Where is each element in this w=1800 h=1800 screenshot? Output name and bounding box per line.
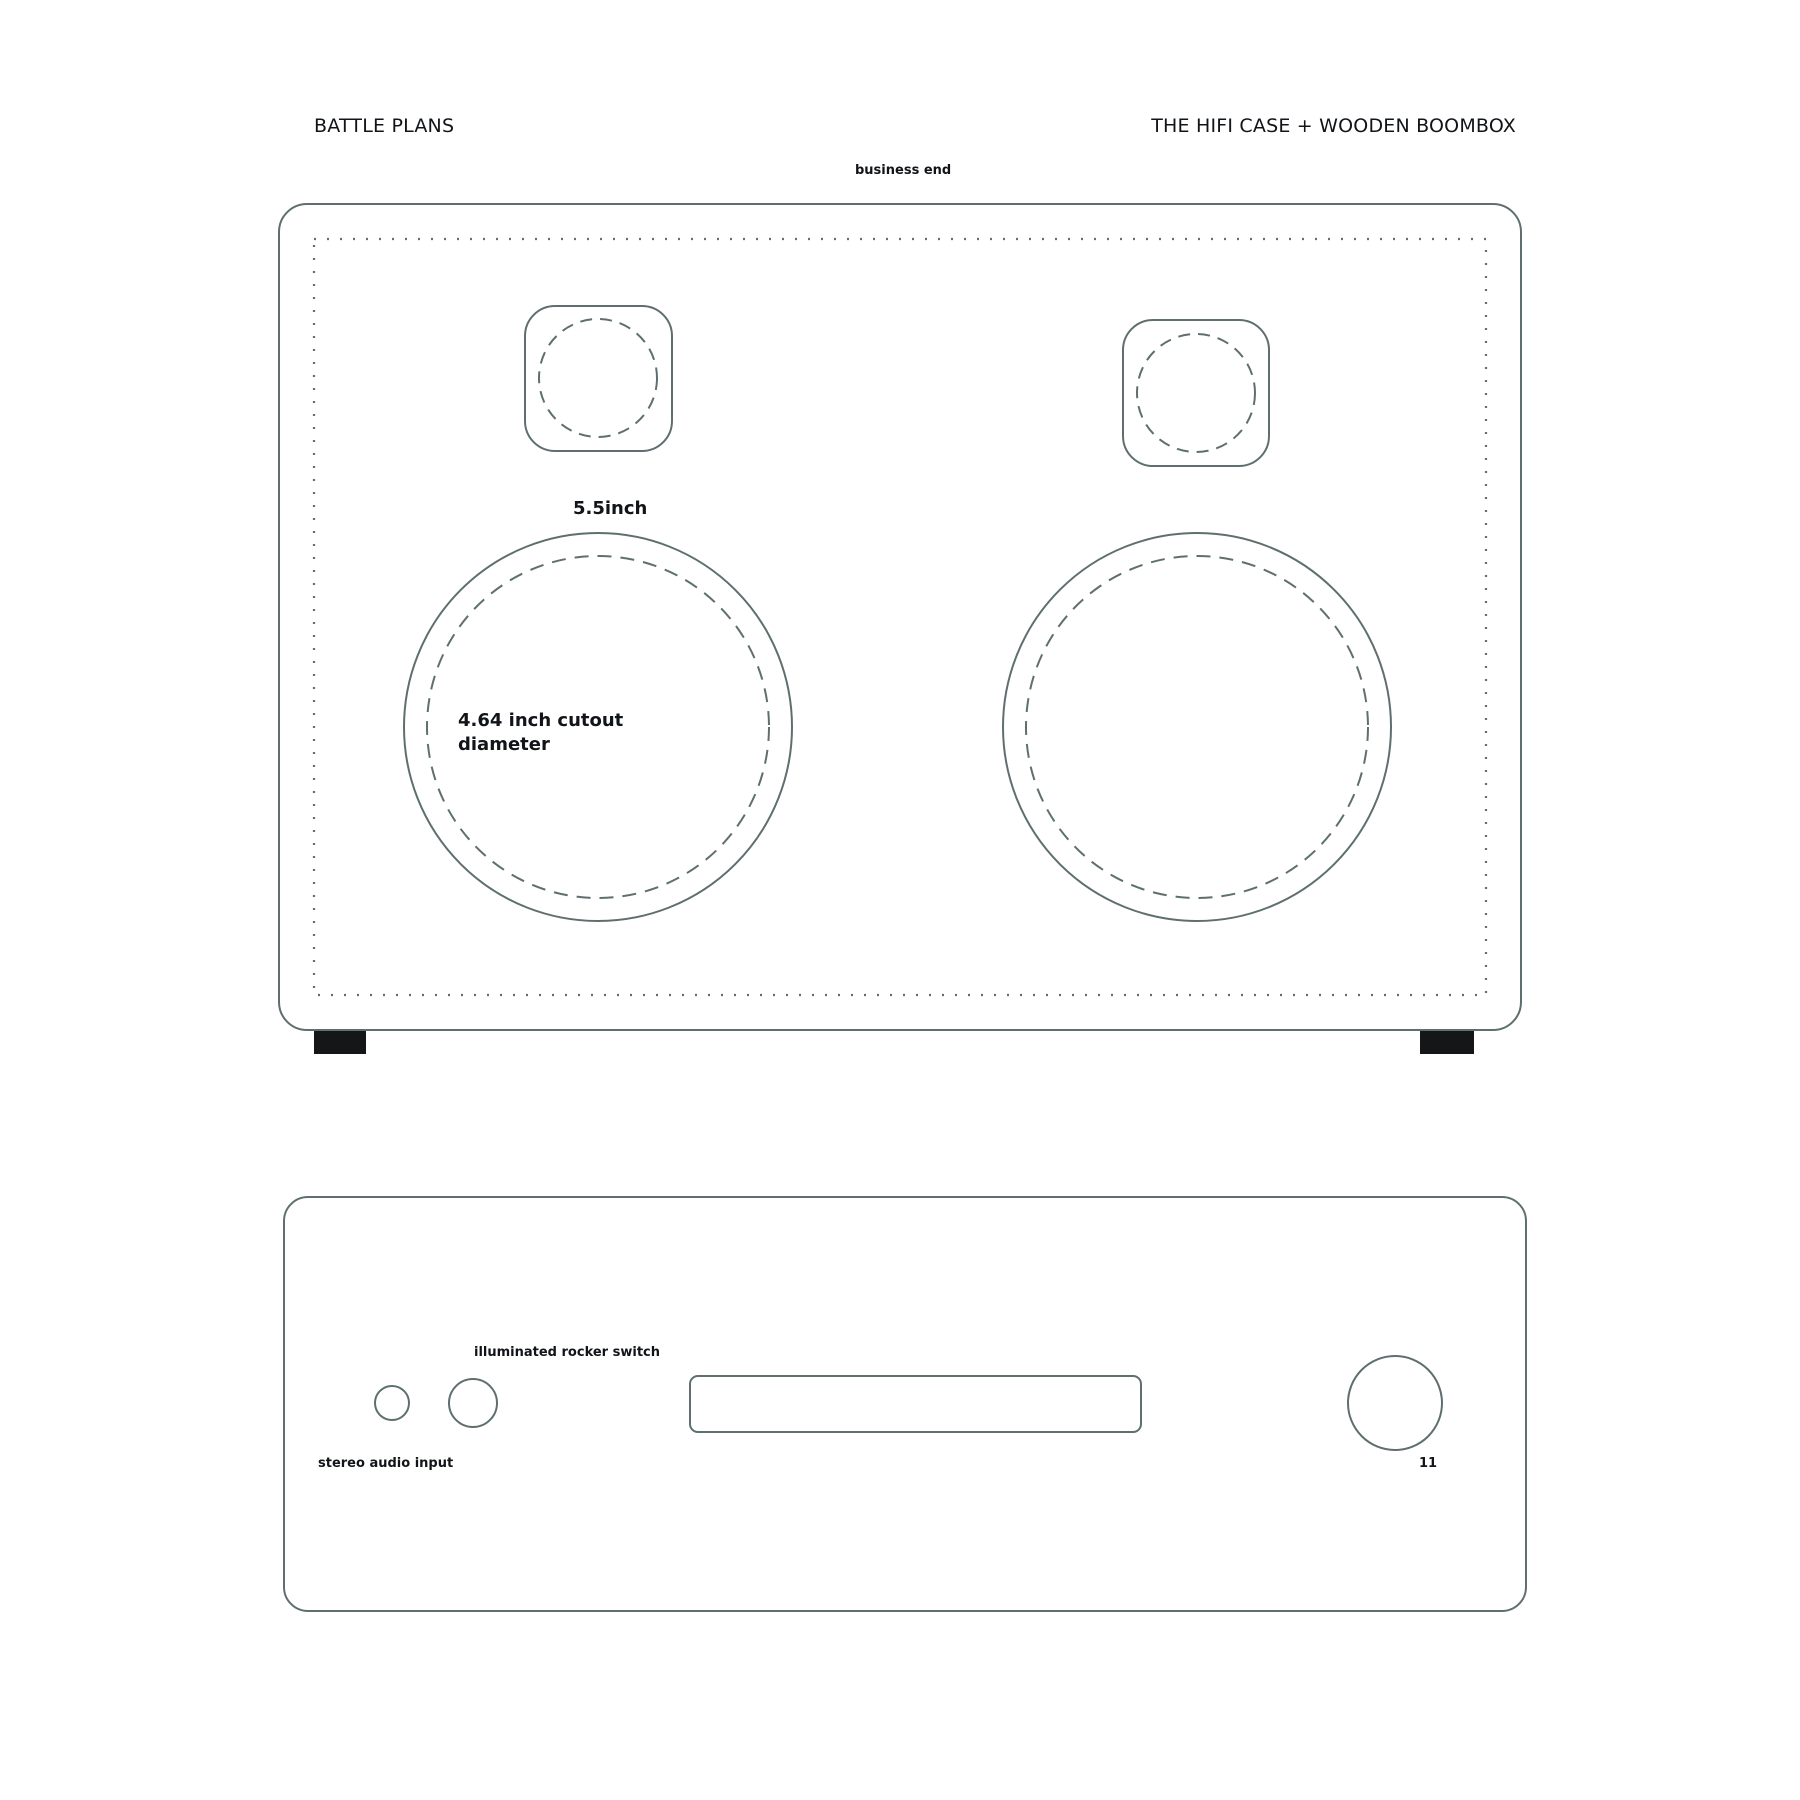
tweeter-right	[1122, 319, 1270, 467]
doc-title-right: THE HIFI CASE + WOODEN BOOMBOX	[1151, 115, 1516, 137]
volume-knob	[1347, 1355, 1443, 1451]
grille-boundary-dotted	[312, 237, 1488, 997]
rocker-switch-label: illuminated rocker switch	[474, 1345, 660, 1360]
audio-input-label: stereo audio input	[318, 1456, 454, 1471]
speaker-case-outline	[278, 203, 1522, 1031]
doc-title-left: BATTLE PLANS	[314, 115, 455, 137]
display-slot	[689, 1375, 1142, 1433]
woofer-left	[403, 532, 793, 922]
woofer-right	[1002, 532, 1392, 922]
business-end-caption: business end	[855, 163, 952, 178]
knob-label: 11	[1419, 1456, 1438, 1471]
woofer-size-label: 5.5inch	[573, 498, 648, 519]
illuminated-rocker-switch	[448, 1378, 498, 1428]
stereo-audio-input-jack	[374, 1385, 410, 1421]
cutout-diameter-label: 4.64 inch cutout diameter	[458, 709, 623, 757]
left-foot	[314, 1031, 366, 1054]
right-foot	[1420, 1031, 1474, 1054]
cutout-label-line1: 4.64 inch cutout	[458, 710, 624, 731]
front-panel-outline	[283, 1196, 1527, 1612]
cutout-label-line2: diameter	[458, 734, 550, 755]
tweeter-left	[524, 305, 673, 452]
